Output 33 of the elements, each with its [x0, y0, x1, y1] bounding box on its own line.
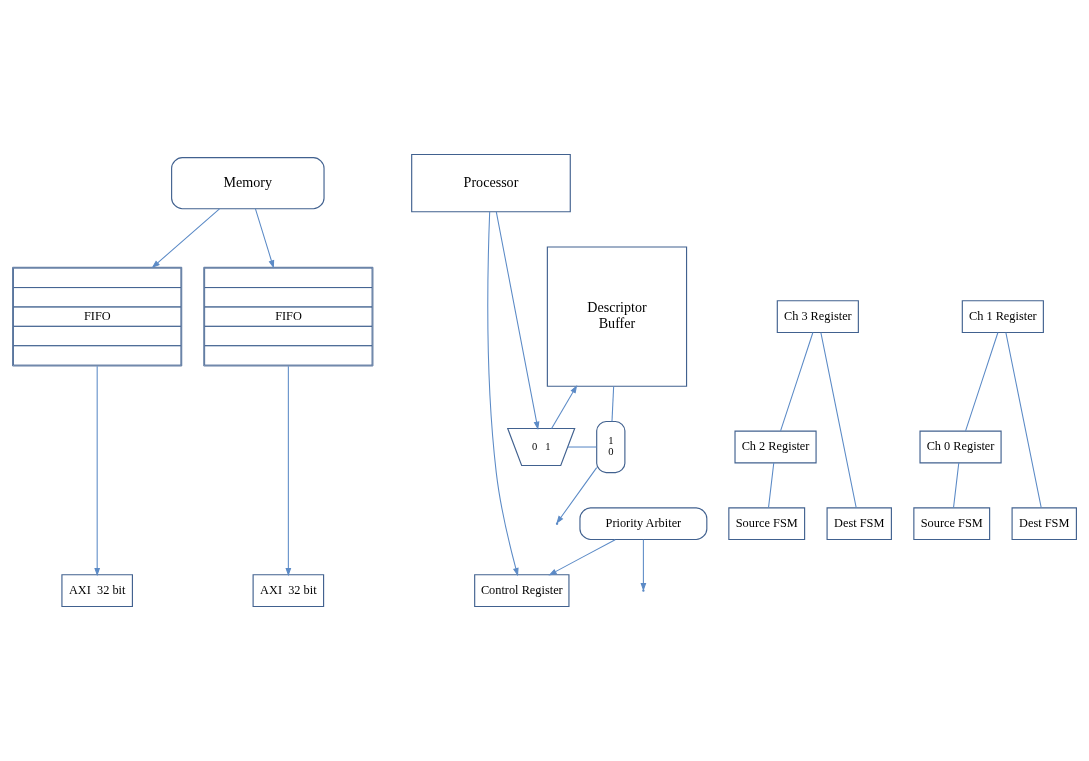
arrow: [94, 365, 101, 577]
node-box: Source FSM: [728, 507, 806, 541]
arrow: [254, 208, 275, 269]
node-box: Dest FSM: [826, 507, 892, 541]
arrow: [495, 211, 540, 430]
node-box: Dest FSM: [1011, 507, 1077, 541]
node-box: Ch 0 Register: [919, 430, 1002, 464]
node-box: Processor: [411, 153, 571, 213]
node-box: Priority Arbiter: [579, 507, 708, 541]
node-box: Descriptor Buffer: [546, 246, 688, 387]
arrow: [640, 539, 647, 592]
node-box: Ch 1 Register: [961, 300, 1044, 334]
arrow: [551, 384, 578, 429]
node-box: Ch 2 Register: [734, 430, 817, 464]
arrow: [151, 208, 220, 269]
connector: [1005, 332, 1042, 509]
arrow: [487, 211, 519, 577]
connector: [953, 462, 960, 509]
connector: [611, 385, 615, 422]
node-box: 1 0: [596, 420, 626, 474]
connector: [820, 332, 857, 509]
connector: [780, 332, 814, 432]
node-box: AXI 32 bit: [61, 574, 133, 608]
arrow: [548, 539, 616, 576]
connector: [567, 446, 597, 448]
connector: [768, 462, 775, 509]
node-box: AXI 32 bit: [252, 574, 325, 608]
connector: [965, 332, 999, 432]
node-box: Memory: [171, 157, 325, 210]
node-box: Control Register: [474, 574, 570, 608]
node-box: Ch 3 Register: [776, 300, 859, 334]
arrow: [285, 365, 292, 577]
node-box: Source FSM: [913, 507, 991, 541]
